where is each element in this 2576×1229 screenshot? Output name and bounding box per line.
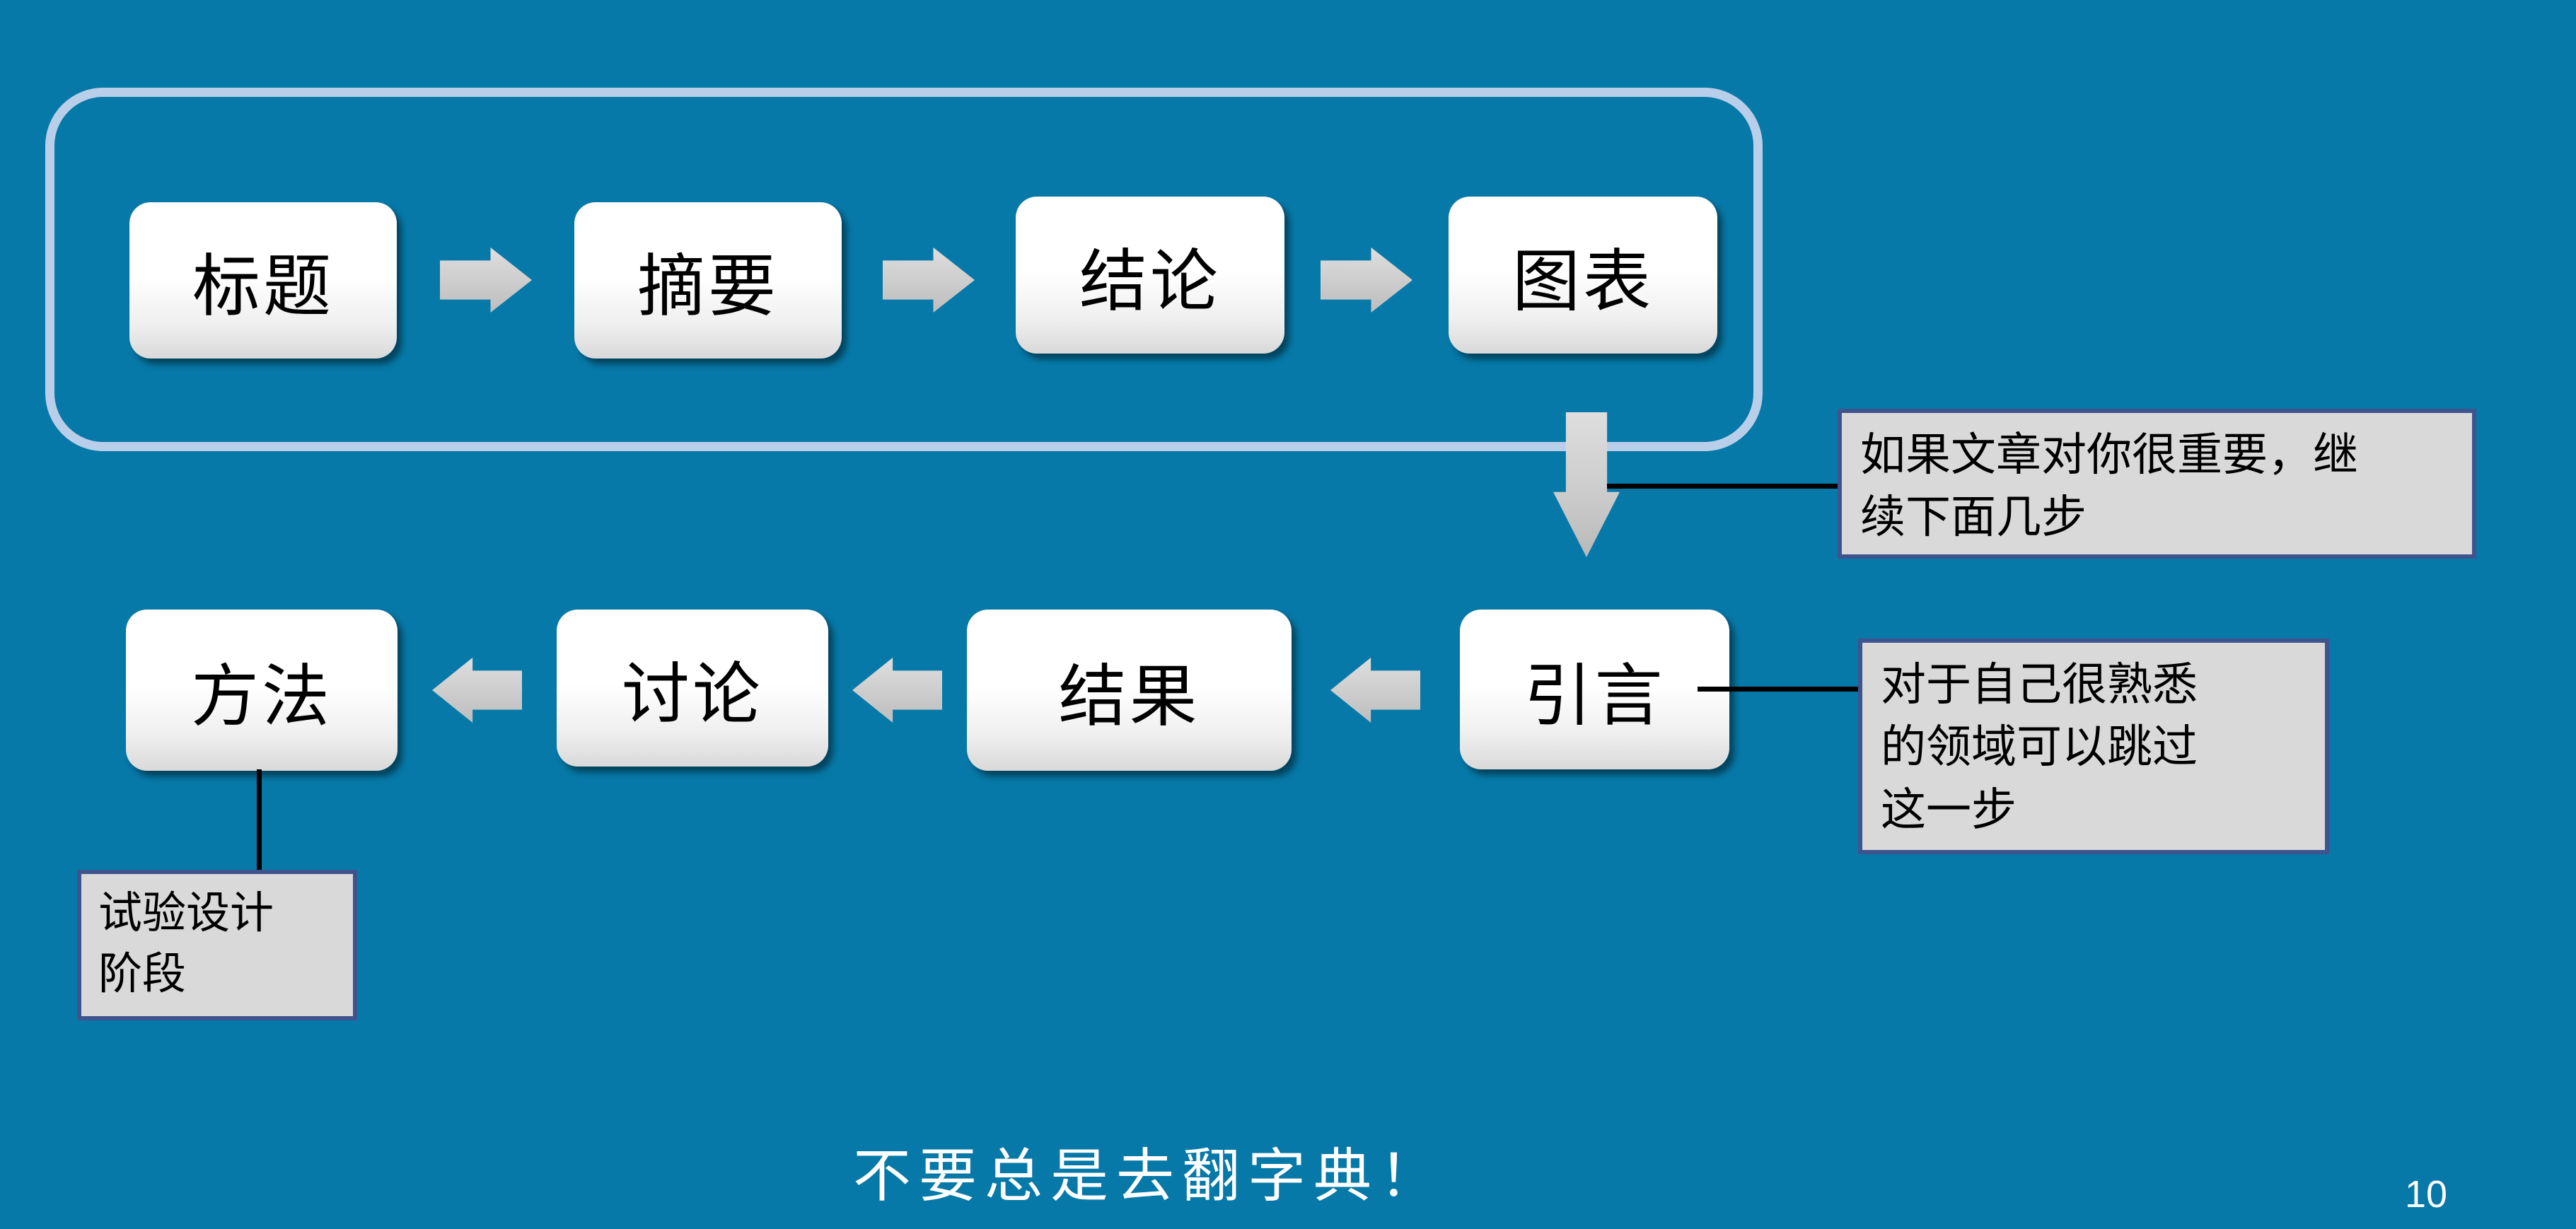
callout-continue-note-text: 如果文章对你很重要，继 续下面几步	[1860, 430, 2358, 543]
slide-footer-note: 不要总是去翻字典！	[853, 1144, 1446, 1208]
flow-node-abstract: 摘要	[574, 202, 842, 359]
left-arrow-icon	[1330, 658, 1420, 723]
reading-pass-frame	[45, 88, 1763, 451]
flow-node-discussion: 讨论	[557, 610, 828, 767]
flow-node-figures: 图表	[1449, 197, 1717, 354]
left-arrow-icon	[432, 658, 522, 723]
flow-node-introduction-label: 引言	[1524, 658, 1666, 734]
callout-design-stage-text: 试验设计 阶段	[98, 890, 274, 998]
flow-node-results: 结果	[967, 610, 1292, 771]
connector-introduction-to-skip-callout	[1698, 687, 1859, 692]
left-arrow-icon	[852, 658, 942, 723]
flow-node-title: 标题	[129, 202, 397, 359]
flow-node-conclusion-label: 结论	[1079, 243, 1221, 320]
callout-design-stage: 试验设计 阶段	[77, 870, 357, 1020]
flow-node-conclusion: 结论	[1016, 197, 1284, 354]
callout-continue-note: 如果文章对你很重要，继 续下面几步	[1838, 409, 2476, 559]
flow-node-introduction: 引言	[1460, 610, 1729, 769]
callout-skip-note: 对于自己很熟悉 的领域可以跳过 这一步	[1858, 639, 2329, 854]
connector-downarrow-to-continue-callout	[1607, 484, 1838, 489]
page-number: 10	[2405, 1173, 2448, 1216]
flow-node-results-label: 结果	[1058, 658, 1200, 735]
flow-node-methods-label: 方法	[191, 658, 332, 735]
flow-node-title-label: 标题	[192, 249, 334, 325]
flow-node-figures-label: 图表	[1512, 243, 1654, 320]
flow-node-abstract-label: 摘要	[637, 249, 779, 325]
connector-methods-to-design-stage	[257, 769, 262, 871]
flow-node-discussion-label: 讨论	[622, 656, 763, 733]
callout-skip-note-text: 对于自己很熟悉 的领域可以跳过 这一步	[1881, 660, 2198, 835]
flow-node-methods: 方法	[126, 610, 398, 771]
